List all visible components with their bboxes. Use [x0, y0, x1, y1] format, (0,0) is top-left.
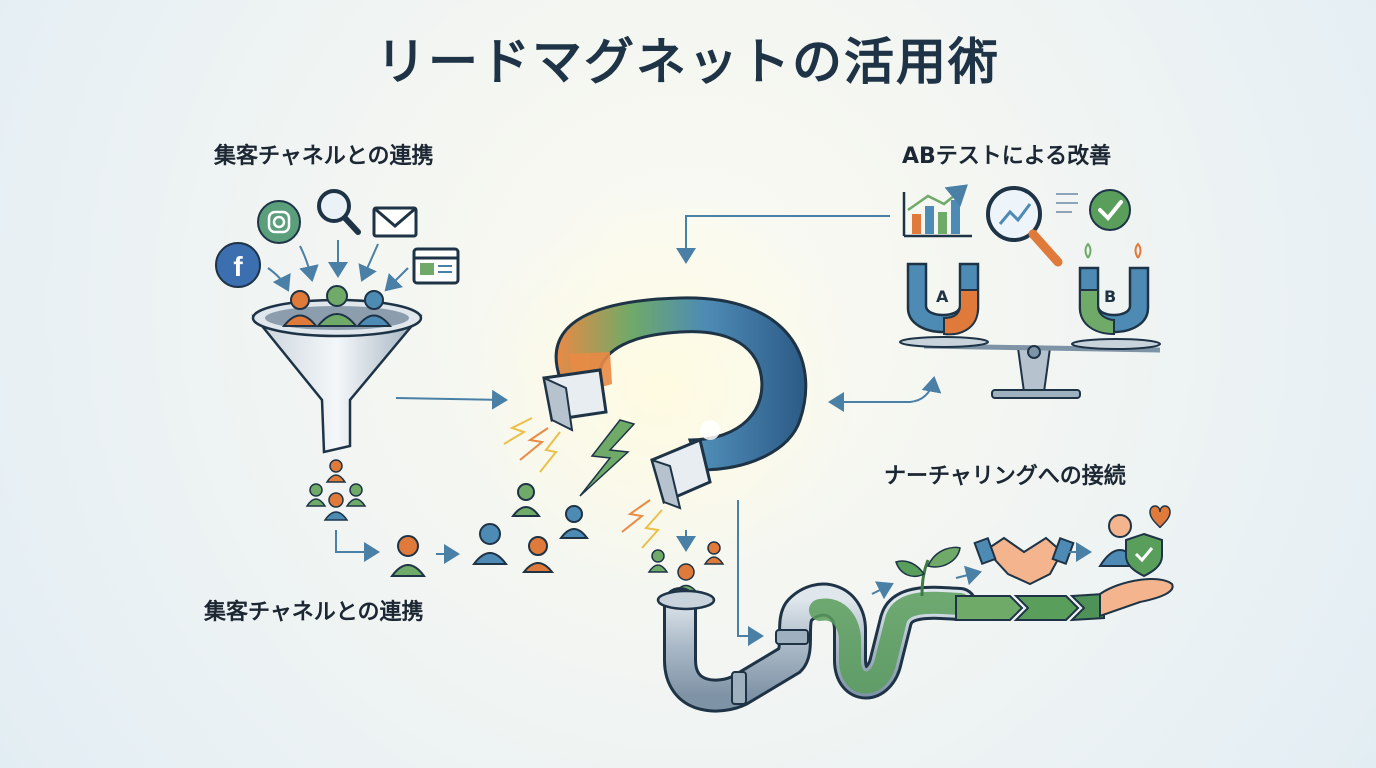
search-icon [317, 189, 361, 235]
heart-icon [1149, 505, 1171, 529]
arrow-magnet-to-pipe [737, 500, 764, 646]
channel-arrows [267, 240, 409, 292]
hand-icon [1099, 578, 1174, 618]
spark-icons [503, 417, 663, 549]
facebook-icon: f [215, 242, 261, 288]
nurture-ribbon [955, 592, 1105, 622]
funnel-people [281, 285, 393, 327]
arrow-people-down [335, 530, 380, 562]
people-flow [390, 483, 589, 577]
magnet-a-icon: A [906, 262, 980, 336]
funnel-icon [251, 285, 423, 454]
instagram-icon [257, 200, 301, 244]
svg-text:f: f [233, 251, 243, 282]
scale-icon [899, 336, 1161, 399]
magnet-icon [542, 296, 808, 510]
sprout-icon [895, 546, 961, 597]
people-group [305, 459, 367, 521]
section-label-channel-bottom: 集客チャネルとの連携 [204, 600, 424, 625]
magnifier-chart-icon [986, 186, 1078, 267]
mail-icon [372, 206, 418, 238]
section-label-nurturing: ナーチャリングへの接続 [884, 464, 1126, 489]
section-label-channel-top: 集客チャネルとの連携 [214, 144, 434, 169]
pipe-icon [656, 582, 977, 713]
arrow-funnel-to-magnet [395, 389, 508, 410]
magnet-b-icon: B [1078, 242, 1150, 336]
arrow-ab-to-magnet [676, 215, 890, 264]
checkmark-icon [1089, 189, 1131, 231]
bar-chart-icon [902, 184, 972, 238]
label-b: B [1104, 287, 1116, 306]
browser-icon [412, 247, 460, 285]
section-label-ab-test: ABテストによる改善 [902, 144, 1112, 169]
shield-check-icon [1125, 532, 1163, 578]
label-a: A [936, 287, 949, 306]
page-title: リードマグネットの活用術 [376, 32, 1000, 91]
handshake-icon [973, 536, 1075, 586]
arrow-magnet-scale [834, 376, 942, 403]
